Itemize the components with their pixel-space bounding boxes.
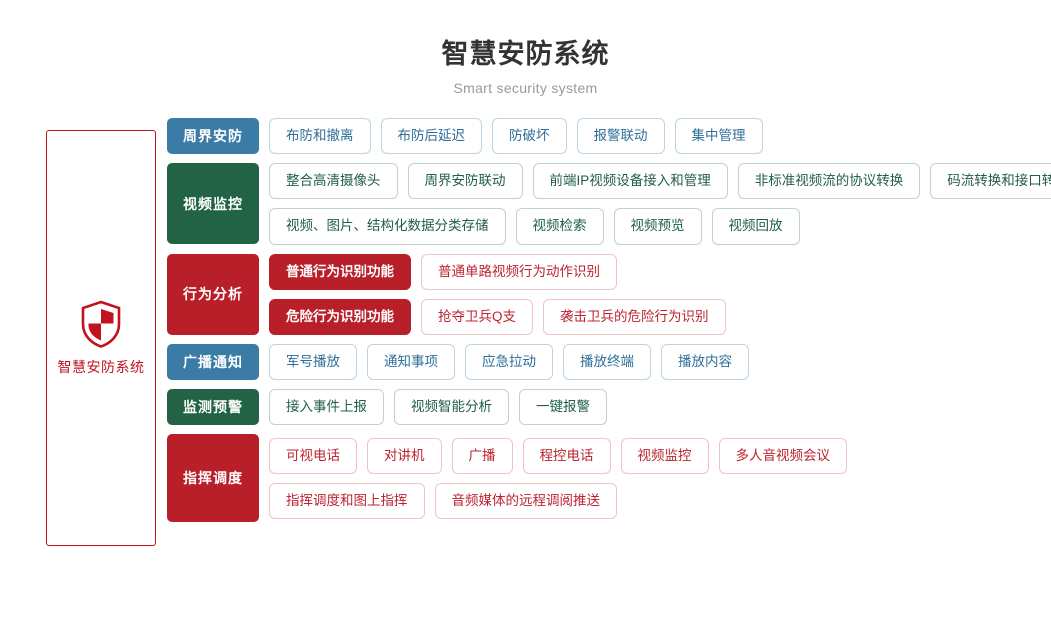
feature-chip[interactable]: 非标准视频流的协议转换 — [737, 163, 921, 200]
page-header: 智慧安防系统 Smart security system — [0, 0, 1051, 96]
page-title: 智慧安防系统 — [441, 39, 610, 69]
category-label[interactable]: 周界安防 — [167, 118, 259, 154]
feature-chip[interactable]: 集中管理 — [674, 118, 763, 155]
category-label[interactable]: 监测预警 — [167, 389, 259, 426]
feature-chip[interactable]: 接入事件上报 — [269, 389, 384, 426]
brand-label: 智慧安防系统 — [57, 358, 145, 375]
feature-chip[interactable]: 视频回放 — [711, 208, 800, 245]
feature-chip[interactable]: 视频检索 — [515, 208, 604, 245]
category-item-line: 接入事件上报视频智能分析一键报警 — [269, 389, 1051, 426]
category-item-line: 布防和撤离布防后延迟防破坏报警联动集中管理 — [269, 118, 1051, 155]
feature-chip[interactable]: 防破坏 — [492, 118, 567, 155]
category-item-line: 普通行为识别功能普通单路视频行为动作识别 — [269, 253, 1051, 290]
category-items: 接入事件上报视频智能分析一键报警 — [269, 389, 1051, 426]
feature-chip[interactable]: 军号播放 — [269, 343, 357, 381]
category-label[interactable]: 广播通知 — [167, 343, 259, 380]
category-row: 指挥调度可视电话对讲机广播程控电话视频监控多人音视频会议指挥调度和图上指挥音频媒… — [167, 434, 1051, 523]
page-subtitle: Smart security system — [453, 80, 598, 97]
feature-chip[interactable]: 播放内容 — [661, 343, 749, 381]
feature-chip[interactable]: 周界安防联动 — [407, 163, 523, 200]
category-items: 可视电话对讲机广播程控电话视频监控多人音视频会议指挥调度和图上指挥音频媒体的远程… — [269, 434, 1051, 522]
category-items: 军号播放通知事项应急拉动播放终端播放内容 — [269, 343, 1051, 381]
category-row: 行为分析普通行为识别功能普通单路视频行为动作识别危险行为识别功能抢夺卫兵Q支袭击… — [167, 253, 1051, 335]
category-item-line: 整合高清摄像头周界安防联动前端IP视频设备接入和管理非标准视频流的协议转换码流转… — [269, 163, 1051, 200]
feature-chip[interactable]: 袭击卫兵的危险行为识别 — [543, 298, 726, 335]
feature-chip[interactable]: 程控电话 — [522, 437, 611, 474]
feature-chip[interactable]: 应急拉动 — [465, 343, 553, 381]
feature-chip[interactable]: 视频监控 — [620, 437, 709, 474]
category-items: 整合高清摄像头周界安防联动前端IP视频设备接入和管理非标准视频流的协议转换码流转… — [269, 163, 1051, 245]
category-item-line: 危险行为识别功能抢夺卫兵Q支袭击卫兵的危险行为识别 — [269, 298, 1051, 335]
category-items: 布防和撤离布防后延迟防破坏报警联动集中管理 — [269, 118, 1051, 155]
feature-chip[interactable]: 报警联动 — [576, 118, 665, 155]
category-item-line: 指挥调度和图上指挥音频媒体的远程调阅推送 — [269, 482, 1051, 519]
category-item-line: 视频、图片、结构化数据分类存储视频检索视频预览视频回放 — [269, 208, 1051, 245]
feature-chip[interactable]: 播放终端 — [563, 343, 651, 381]
category-row: 监测预警接入事件上报视频智能分析一键报警 — [167, 389, 1051, 426]
brand-panel: 智慧安防系统 — [46, 130, 156, 546]
feature-chip[interactable]: 抢夺卫兵Q支 — [421, 298, 534, 335]
category-row: 广播通知军号播放通知事项应急拉动播放终端播放内容 — [167, 343, 1051, 381]
feature-chip[interactable]: 对讲机 — [367, 437, 442, 474]
category-items: 普通行为识别功能普通单路视频行为动作识别危险行为识别功能抢夺卫兵Q支袭击卫兵的危… — [269, 253, 1051, 335]
shield-icon — [81, 300, 121, 348]
architecture-diagram: 智慧安防系统 周界安防布防和撤离布防后延迟防破坏报警联动集中管理视频监控整合高清… — [0, 118, 1051, 546]
feature-chip[interactable]: 一键报警 — [519, 389, 607, 426]
feature-chip[interactable]: 可视电话 — [269, 437, 357, 474]
category-row: 视频监控整合高清摄像头周界安防联动前端IP视频设备接入和管理非标准视频流的协议转… — [167, 163, 1051, 245]
feature-chip[interactable]: 前端IP视频设备接入和管理 — [532, 163, 728, 200]
category-item-line: 军号播放通知事项应急拉动播放终端播放内容 — [269, 343, 1051, 381]
category-label[interactable]: 视频监控 — [167, 163, 259, 245]
category-item-line: 可视电话对讲机广播程控电话视频监控多人音视频会议 — [269, 437, 1051, 474]
feature-group-pill[interactable]: 普通行为识别功能 — [269, 253, 411, 290]
feature-chip[interactable]: 普通单路视频行为动作识别 — [421, 253, 617, 290]
feature-chip[interactable]: 音频媒体的远程调阅推送 — [434, 482, 617, 519]
category-label[interactable]: 指挥调度 — [167, 434, 259, 523]
feature-chip[interactable]: 多人音视频会议 — [718, 437, 847, 474]
feature-chip[interactable]: 布防后延迟 — [380, 118, 482, 155]
feature-chip[interactable]: 布防和撤离 — [269, 118, 371, 155]
feature-chip[interactable]: 指挥调度和图上指挥 — [269, 482, 425, 519]
feature-chip[interactable]: 视频、图片、结构化数据分类存储 — [269, 208, 506, 245]
feature-chip[interactable]: 通知事项 — [367, 343, 455, 381]
feature-chip[interactable]: 广播 — [451, 437, 513, 474]
feature-group-pill[interactable]: 危险行为识别功能 — [269, 298, 411, 335]
category-label[interactable]: 行为分析 — [167, 253, 259, 335]
category-row: 周界安防布防和撤离布防后延迟防破坏报警联动集中管理 — [167, 118, 1051, 155]
feature-chip[interactable]: 视频预览 — [613, 208, 702, 245]
feature-chip[interactable]: 码流转换和接口转换 — [930, 163, 1051, 200]
feature-chip[interactable]: 整合高清摄像头 — [269, 163, 398, 200]
feature-chip[interactable]: 视频智能分析 — [394, 389, 509, 426]
category-rows: 周界安防布防和撤离布防后延迟防破坏报警联动集中管理视频监控整合高清摄像头周界安防… — [167, 118, 1051, 523]
